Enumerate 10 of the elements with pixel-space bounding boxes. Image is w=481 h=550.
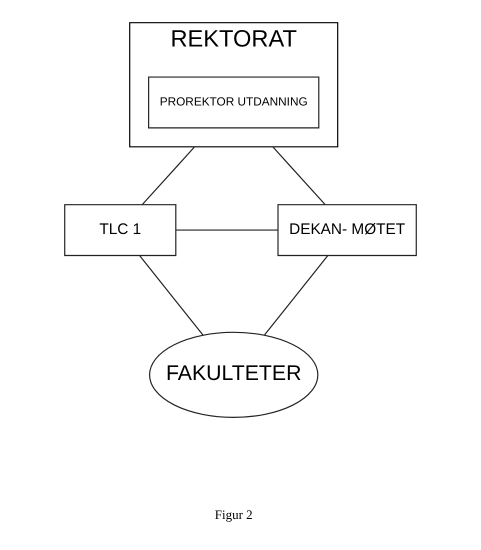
node-ellipse: FAKULTETER — [149, 332, 318, 418]
connector — [139, 255, 204, 336]
node-box: TLC 1 — [64, 204, 176, 256]
connector — [176, 230, 278, 231]
connector — [142, 146, 196, 205]
node-box: PROREKTOR UTDANNING — [148, 76, 320, 128]
connector — [264, 255, 328, 336]
node-box: DEKAN- MØTET — [277, 204, 417, 256]
connector — [272, 146, 326, 205]
label: Figur 2 — [214, 506, 253, 522]
